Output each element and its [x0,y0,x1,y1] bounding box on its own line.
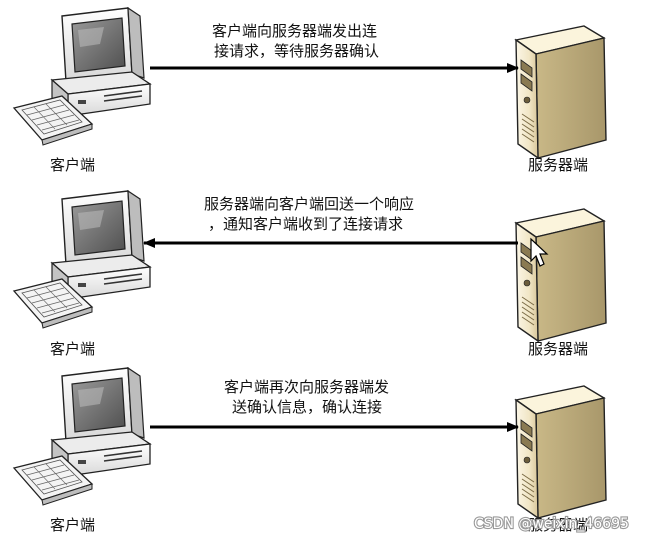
client-label: 客户端 [50,340,95,358]
server-label: 服务器端 [528,340,588,358]
server-tower-icon [515,208,607,342]
cursor-icon [530,237,549,267]
client-computer-icon [13,7,151,146]
server-tower-icon [515,25,607,159]
client-computer-icon [13,190,151,329]
client-label: 客户端 [50,156,95,174]
server-label: 服务器端 [528,516,588,534]
step-3: 客户端再次向服务器端发 送确认信息，确认连接 客户端 服务器端 [13,367,607,534]
server-tower-icon [515,385,607,519]
client-computer-icon [13,367,151,506]
client-label: 客户端 [50,516,95,534]
step-2: 服务器端向客户端回送一个响应 ，通知客户端收到了连接请求 客户端 服务器端 [13,190,607,358]
step-1: 客户端向服务器端发出连 接请求，等待服务器确认 客户端 服务器端 [13,7,607,174]
message-line-1: 服务器端向客户端回送一个响应 [204,195,414,213]
message-line-2: ，通知客户端收到了连接请求 [208,215,403,233]
message-line-1: 客户端向服务器端发出连 [212,22,377,40]
message-line-2: 送确认信息，确认连接 [232,398,382,416]
message-line-2: 接请求，等待服务器确认 [214,42,379,60]
message-line-1: 客户端再次向服务器端发 [224,378,389,396]
server-label: 服务器端 [528,156,588,174]
watermark: CSDN @weixin_46695 [474,516,629,532]
